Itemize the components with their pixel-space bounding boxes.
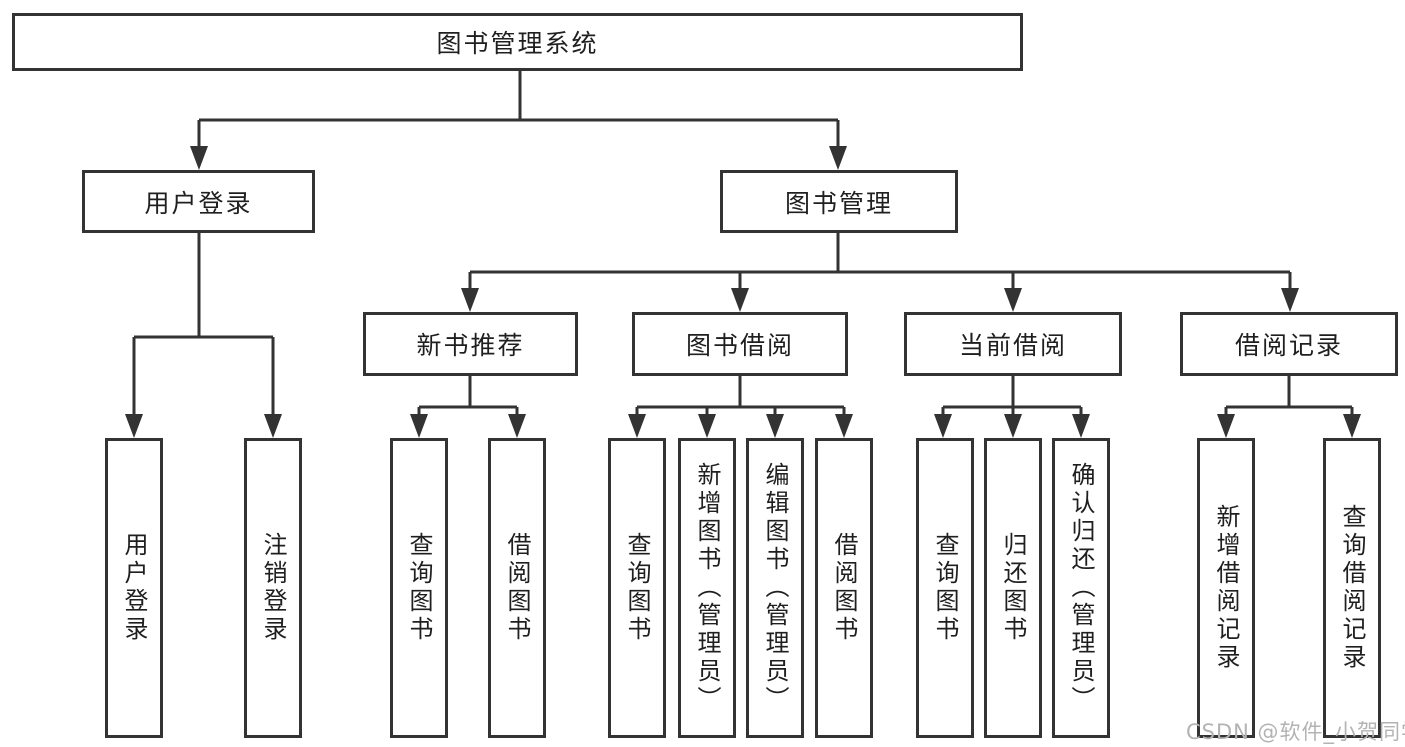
leaf-query-books-current: 查询图书	[916, 438, 974, 738]
leaf-query-books-borrow: 查询图书	[608, 438, 666, 738]
node-root-system: 图书管理系统	[12, 13, 1023, 71]
arrow-down-icon	[461, 288, 479, 312]
node-book-management: 图书管理	[720, 170, 958, 233]
arrow-down-icon	[766, 414, 784, 438]
arrowhead-icons	[125, 146, 1361, 438]
leaf-confirm-return-admin: 确认归还（管理员）	[1052, 438, 1110, 738]
arrow-down-icon	[508, 414, 526, 438]
arrow-down-icon	[628, 414, 646, 438]
node-new-book-recommend: 新书推荐	[363, 312, 578, 376]
arrow-down-icon	[1217, 414, 1235, 438]
node-borrow-records: 借阅记录	[1180, 312, 1398, 376]
connector-current-borrow-to-leaves	[941, 376, 1083, 416]
leaf-logout: 注销登录	[244, 438, 302, 738]
connector-root-to-level2	[197, 70, 840, 148]
arrow-down-icon	[934, 414, 952, 438]
connector-book-management-to-level3	[468, 232, 1292, 290]
arrow-down-icon	[410, 414, 428, 438]
arrow-down-icon	[1281, 288, 1299, 312]
arrow-down-icon	[835, 414, 853, 438]
leaf-borrow-books: 借阅图书	[815, 438, 873, 738]
leaf-add-borrow-record: 新增借阅记录	[1197, 438, 1255, 738]
arrow-down-icon	[1004, 414, 1022, 438]
leaf-user-login: 用户登录	[105, 438, 163, 738]
watermark-text: CSDN @软件_小贺同学	[1186, 720, 1405, 744]
arrow-down-icon	[264, 414, 282, 438]
leaf-borrow-books-recommend: 借阅图书	[488, 438, 546, 738]
connector-new-book-recommend-to-leaves	[417, 376, 519, 416]
connector-user-login-to-leaves	[132, 232, 275, 416]
arrow-down-icon	[829, 146, 847, 170]
leaf-query-books-recommend: 查询图书	[390, 438, 448, 738]
node-book-borrow: 图书借阅	[632, 312, 848, 376]
connector-book-borrow-to-leaves	[635, 376, 846, 416]
connector-paths	[132, 70, 1354, 416]
leaf-edit-books-admin: 编辑图书（管理员）	[746, 438, 804, 738]
leaf-query-borrow-record: 查询借阅记录	[1323, 438, 1381, 738]
leaf-return-books: 归还图书	[984, 438, 1042, 738]
node-current-borrow: 当前借阅	[904, 312, 1122, 376]
arrow-down-icon	[1072, 414, 1090, 438]
node-user-login: 用户登录	[82, 170, 315, 233]
arrow-down-icon	[125, 414, 143, 438]
connector-borrow-records-to-leaves	[1224, 376, 1354, 416]
arrow-down-icon	[1343, 414, 1361, 438]
leaf-add-books-admin: 新增图书（管理员）	[678, 438, 736, 738]
arrow-down-icon	[698, 414, 716, 438]
arrow-down-icon	[1004, 288, 1022, 312]
arrow-down-icon	[190, 146, 208, 170]
arrow-down-icon	[731, 288, 749, 312]
